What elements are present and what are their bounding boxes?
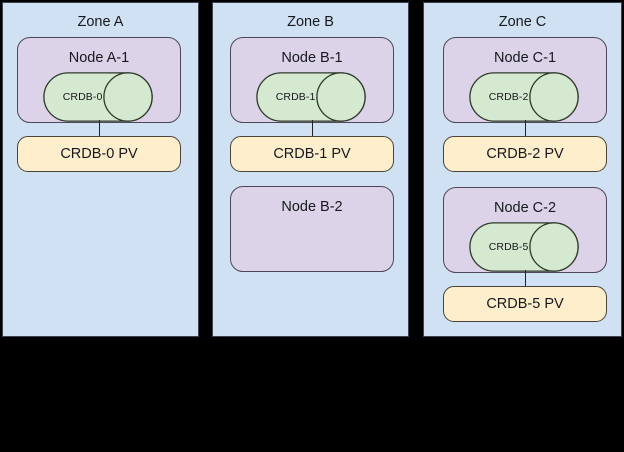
zone-title-b: Zone B — [287, 14, 334, 30]
pv-container-crdb-5[interactable]: CRDB-5 PV — [443, 286, 607, 322]
connector-node-c-2-to-pv — [525, 270, 526, 286]
cylinder-database-icon[interactable]: CRDB-5 — [469, 222, 579, 272]
pv-label-crdb-1: CRDB-1 PV — [273, 146, 351, 162]
pv-container-crdb-1[interactable]: CRDB-1 PV — [230, 136, 394, 172]
pv-container-crdb-0[interactable]: CRDB-0 PV — [17, 136, 181, 172]
node-title-c-1: Node C-1 — [493, 50, 557, 66]
pv-label-crdb-5: CRDB-5 PV — [486, 296, 564, 312]
pv-label-crdb-0: CRDB-0 PV — [60, 146, 138, 162]
node-title-b-2: Node B-2 — [281, 199, 343, 215]
node-title-c-2: Node C-2 — [493, 200, 557, 216]
node-title-a-1: Node A-1 — [68, 50, 130, 66]
node-container-b-2[interactable]: Node B-2 — [230, 186, 394, 272]
cylinder-database-icon[interactable]: CRDB-2 — [469, 72, 579, 122]
connector-node-a-1-to-pv — [99, 120, 100, 136]
zone-title-a: Zone A — [77, 14, 124, 30]
pv-label-crdb-2: CRDB-2 PV — [486, 146, 564, 162]
connector-node-b-1-to-pv — [312, 120, 313, 136]
connector-node-c-1-to-pv — [525, 120, 526, 136]
pv-container-crdb-2[interactable]: CRDB-2 PV — [443, 136, 607, 172]
node-title-b-1: Node B-1 — [281, 50, 343, 66]
zone-title-c: Zone C — [498, 14, 547, 30]
cylinder-database-icon[interactable]: CRDB-1 — [256, 72, 366, 122]
cylinder-database-icon[interactable]: CRDB-0 — [43, 72, 153, 122]
